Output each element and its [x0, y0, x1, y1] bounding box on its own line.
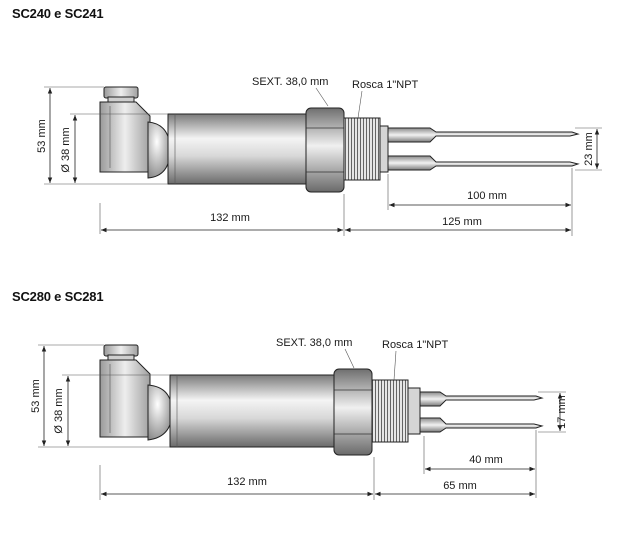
- insertion-length-label: 65 mm: [443, 480, 477, 492]
- main-body: [169, 374, 337, 448]
- body-length-label: 132 mm: [227, 476, 267, 488]
- section-title-sc240: SC240 e SC241: [12, 6, 104, 21]
- fork-tine-lower: [419, 417, 544, 433]
- fork-gap-label: 23 mm: [583, 132, 595, 166]
- dimensions-sc280: 53 mm Ø 38 mm 17 mm 40 mm 132 mm 65 mm S…: [30, 337, 568, 500]
- connector-housing: [99, 359, 151, 438]
- cable-gland-nut: [103, 344, 139, 357]
- fork-tine-upper: [387, 127, 580, 143]
- insertion-length-label: 125 mm: [442, 216, 482, 228]
- body-length-label: 132 mm: [210, 212, 250, 224]
- height-label: 53 mm: [30, 379, 42, 413]
- fork-gap-label: 17 mm: [556, 395, 568, 429]
- diameter-label: Ø 38 mm: [53, 388, 65, 433]
- npt-thread: [343, 117, 381, 181]
- cable-gland-nut: [103, 86, 139, 99]
- fork-tine-upper: [419, 391, 544, 407]
- dimensions-sc240: 53 mm Ø 38 mm 23 mm 100 mm 132 mm 125 mm…: [36, 76, 602, 236]
- hex-callout: SEXT. 38,0 mm: [276, 337, 352, 349]
- thread-callout: Rosca 1"NPT: [382, 339, 449, 351]
- cable-gland-neck: [107, 96, 135, 103]
- connector-dome: [147, 384, 173, 441]
- cable-gland-neck: [107, 354, 135, 361]
- connector-dome: [147, 121, 171, 179]
- hex-callout: SEXT. 38,0 mm: [252, 76, 328, 88]
- sensor-drawing-sc280: [99, 344, 544, 456]
- connector-housing: [99, 101, 151, 173]
- thread-callout: Rosca 1"NPT: [352, 79, 419, 91]
- fork-tine-lower: [387, 155, 580, 171]
- npt-thread: [371, 379, 409, 443]
- hex-nut: [305, 107, 345, 193]
- main-body: [167, 113, 309, 185]
- fork-length-label: 100 mm: [467, 190, 507, 202]
- diameter-label: Ø 38 mm: [60, 127, 72, 172]
- height-label: 53 mm: [36, 119, 48, 153]
- hex-nut: [333, 368, 373, 456]
- sensor-drawing-sc240: [99, 86, 580, 193]
- section-title-sc280: SC280 e SC281: [12, 289, 104, 304]
- fork-length-label: 40 mm: [469, 454, 503, 466]
